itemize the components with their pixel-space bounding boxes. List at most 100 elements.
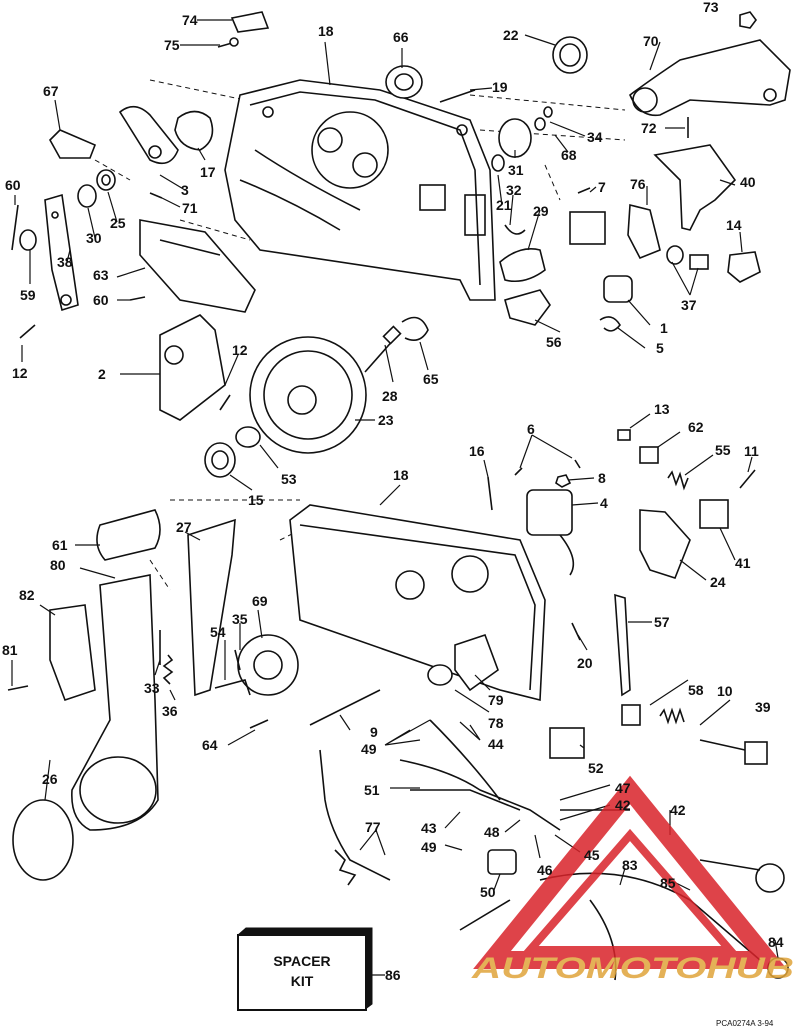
callout-52: 52	[588, 760, 604, 776]
callout-62: 62	[688, 419, 704, 435]
callout-65: 65	[423, 371, 439, 387]
callout-71: 71	[182, 200, 198, 216]
callout-31: 31	[508, 162, 524, 178]
callout-85: 85	[660, 875, 676, 891]
callout-50: 50	[480, 884, 496, 900]
callout-16: 16	[469, 443, 485, 459]
callout-9: 9	[370, 724, 378, 740]
callout-14: 14	[726, 217, 742, 233]
callout-45: 45	[584, 847, 600, 863]
watermark-triangle	[473, 775, 787, 969]
callout-4: 4	[600, 495, 608, 511]
callout-63: 63	[93, 267, 109, 283]
callout-69: 69	[252, 593, 268, 609]
callout-33: 33	[144, 680, 160, 696]
callout-58: 58	[688, 682, 704, 698]
callout-84: 84	[768, 934, 784, 950]
callout-73: 73	[703, 0, 719, 15]
callout-42: 42	[615, 797, 631, 813]
callout-24: 24	[710, 574, 726, 590]
callout-51: 51	[364, 782, 380, 798]
top-right-parts	[385, 11, 791, 332]
callout-70: 70	[643, 33, 659, 49]
callout-61: 61	[52, 537, 68, 553]
callout-78: 78	[488, 715, 504, 731]
callout-32: 32	[506, 182, 522, 198]
lower-control-housing	[289, 504, 546, 702]
callout-29: 29	[533, 203, 549, 219]
callout-55: 55	[715, 442, 731, 458]
callout-27: 27	[176, 519, 192, 535]
callout-54: 54	[210, 624, 226, 640]
callout-26: 26	[42, 771, 58, 787]
callout-2: 2	[98, 366, 106, 382]
callout-15: 15	[248, 492, 264, 508]
callout-48: 48	[484, 824, 500, 840]
callout-77: 77	[365, 819, 381, 835]
callout-7: 7	[598, 179, 606, 195]
callout-72: 72	[641, 120, 657, 136]
callout-42: 42	[670, 802, 686, 818]
callout-75: 75	[164, 37, 180, 53]
callout-8: 8	[598, 470, 606, 486]
callout-86: 86	[385, 967, 401, 983]
callout-21: 21	[496, 197, 512, 213]
callout-47: 47	[615, 780, 631, 796]
callout-3: 3	[181, 182, 189, 198]
callout-37: 37	[681, 297, 697, 313]
drawing-code: PCA0274A 3-94	[716, 1019, 774, 1028]
upper-control-housing	[224, 79, 496, 301]
callout-59: 59	[20, 287, 36, 303]
callout-43: 43	[421, 820, 437, 836]
middle-parts	[159, 314, 429, 478]
callout-74: 74	[182, 12, 198, 28]
callout-60: 60	[5, 177, 21, 193]
callout-64: 64	[202, 737, 218, 753]
callout-80: 80	[50, 557, 66, 573]
handle-assembly	[7, 509, 299, 881]
callout-17: 17	[200, 164, 216, 180]
assembly-guide-lines	[94, 79, 626, 591]
callout-28: 28	[382, 388, 398, 404]
watermark-logo: AUTOMOTOHUB	[471, 775, 794, 985]
callout-57: 57	[654, 614, 670, 630]
callout-49: 49	[361, 741, 377, 757]
callout-12: 12	[232, 342, 248, 358]
watermark-text: AUTOMOTOHUB	[471, 952, 794, 985]
callout-49: 49	[421, 839, 437, 855]
callout-18: 18	[318, 23, 334, 39]
callout-39: 39	[755, 699, 771, 715]
callout-34: 34	[587, 129, 603, 145]
callout-13: 13	[654, 401, 670, 417]
callout-6: 6	[527, 421, 535, 437]
callout-68: 68	[561, 147, 577, 163]
callout-18: 18	[393, 467, 409, 483]
callout-41: 41	[735, 555, 751, 571]
leader-lines	[11, 19, 779, 976]
callout-38: 38	[57, 254, 73, 270]
spacer-kit-box: SPACER KIT	[237, 927, 373, 1011]
callout-79: 79	[488, 692, 504, 708]
callout-23: 23	[378, 412, 394, 428]
callout-12: 12	[12, 365, 28, 381]
callout-67: 67	[43, 83, 59, 99]
callout-81: 81	[2, 642, 18, 658]
callout-46: 46	[537, 862, 553, 878]
callout-11: 11	[744, 443, 759, 459]
callout-76: 76	[630, 176, 646, 192]
middle-right-parts	[487, 429, 756, 697]
callout-56: 56	[546, 334, 562, 350]
callout-60: 60	[93, 292, 109, 308]
callout-66: 66	[393, 29, 409, 45]
callout-22: 22	[503, 27, 519, 43]
spacer-kit-line2: KIT	[291, 973, 314, 989]
callout-19: 19	[492, 79, 508, 95]
callout-20: 20	[577, 655, 593, 671]
callout-10: 10	[717, 683, 733, 699]
spacer-kit-line1: SPACER	[273, 953, 330, 969]
callout-25: 25	[110, 215, 126, 231]
callout-5: 5	[656, 340, 664, 356]
callout-83: 83	[622, 857, 638, 873]
